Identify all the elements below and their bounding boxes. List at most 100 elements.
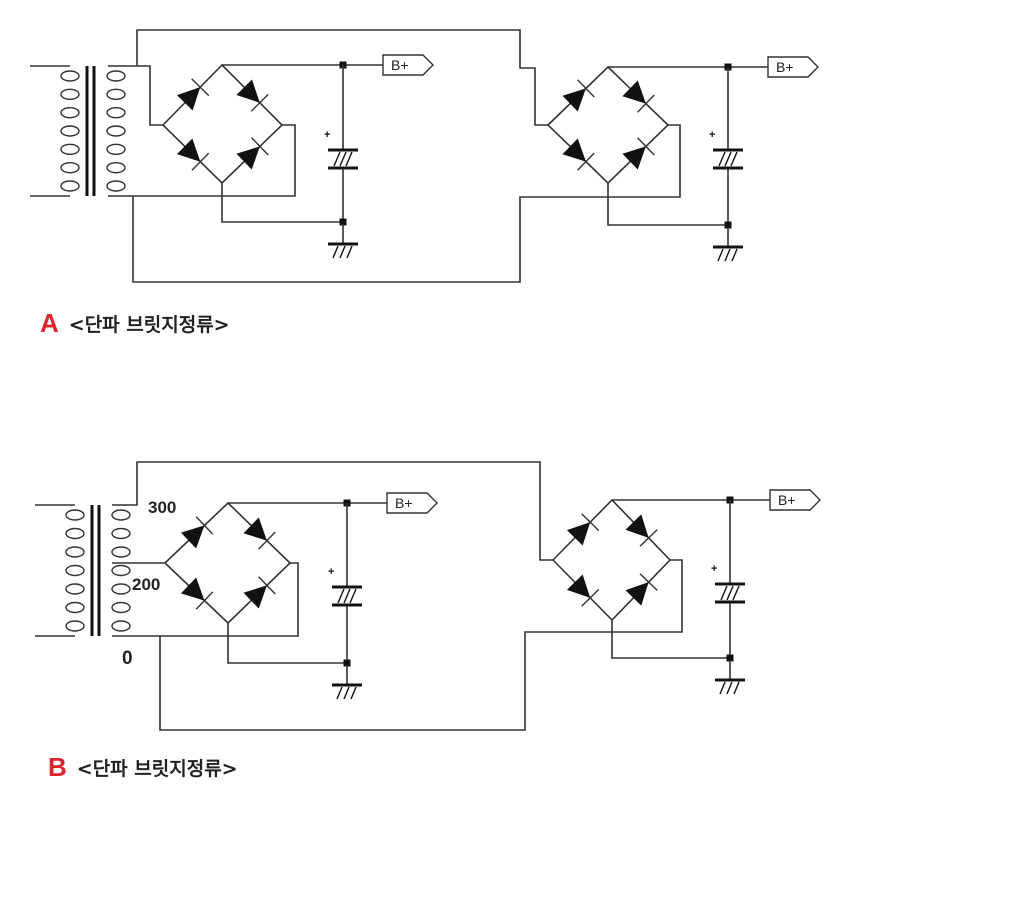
diode-bar [581,513,600,532]
diode-icon [562,138,586,162]
wire [607,183,728,226]
capacitor-hatch [732,585,740,601]
diode-icon [625,582,649,606]
capacitor-hatch [343,588,351,604]
capacitor-polarity: + [709,129,715,141]
wire [108,124,296,197]
diode-bar [637,94,655,113]
caption-a: A <단파 브릿지정류> [40,308,230,339]
secondary-coil-loop [111,564,131,577]
ground-hatch [332,245,339,259]
primary-coil-loop [65,620,85,632]
secondary-coil-loop [106,143,126,156]
primary-coil-loop [65,546,85,558]
secondary-coil-loop [106,125,126,137]
wire [136,29,548,126]
wire [162,63,284,185]
capacitor-polarity: + [324,129,330,141]
primary-coil-loop [65,601,85,614]
diagram-letter-b: B [48,752,67,782]
wire [611,620,730,659]
wire [552,498,672,622]
capacitor-hatch [349,588,357,604]
tap-label-0: 0 [122,648,133,669]
tap-label-300: 300 [148,498,177,517]
ground-hatch [343,686,350,700]
diode-icon [180,577,205,601]
diode-icon [566,522,591,546]
diode-bar [191,78,210,97]
ground-hatch [726,681,733,695]
wire [108,65,163,126]
secondary-coil-loop [111,620,131,632]
capacitor-hatch [724,151,732,167]
capacitor-hatch [337,588,345,604]
diode-bar [195,516,214,535]
diode-icon [622,146,646,170]
secondary-coil-loop [111,546,131,558]
diode-icon [236,79,260,103]
secondary-coil-loop [106,88,126,101]
secondary-coil-loop [106,106,126,119]
secondary-coil-loop [111,509,131,521]
diagram-title-b: <단파 브릿지정류> [76,758,238,780]
ground-hatch [717,248,724,262]
diode-icon [625,514,649,538]
diode-bar [191,152,210,171]
secondary-coil-loop [106,180,126,192]
junction-dot [339,218,347,226]
output-tag-b-plus [386,492,438,514]
secondary-coil-loop [111,527,131,540]
ground-hatch [346,245,353,259]
diode-bar [195,591,214,610]
ground-hatch [724,248,731,262]
capacitor-hatch [718,151,726,167]
diode-bar [251,137,269,156]
ground-hatch [339,245,346,259]
capacitor-hatch [726,585,734,601]
diode-icon [176,138,201,162]
secondary-coil-loop [111,583,131,595]
diagram-title-a: <단파 브릿지정류> [68,314,230,336]
secondary-coil-loop [106,161,126,174]
wire [221,183,343,223]
ground-hatch [350,686,357,700]
capacitor-hatch [720,585,728,601]
secondary-coil-loop [111,601,131,614]
junction-dot [343,659,351,667]
diode-bar [639,573,658,591]
wire [547,65,670,185]
diode-icon [566,574,591,598]
primary-coil-loop [60,161,80,174]
primary-coil-loop [60,88,80,101]
capacitor-hatch [339,151,347,167]
capacitor-hatch [333,151,341,167]
primary-coil-loop [65,583,85,595]
caption-b: B <단파 브릿지정류> [48,752,238,783]
diode-bar [639,529,658,547]
capacitor-hatch [345,151,353,167]
output-tag-b-plus [382,54,434,76]
ground-hatch [719,681,726,695]
primary-coil-loop [65,509,85,521]
output-tag-b-plus [769,489,821,511]
ground-hatch [336,686,343,700]
primary-coil-loop [60,106,80,119]
ground-hatch [733,681,740,695]
diode-icon [562,88,586,112]
junction-dot [726,654,734,662]
wire [112,562,299,637]
diode-bar [258,576,276,595]
secondary-coil-loop [106,70,126,82]
wire [132,124,681,283]
wire [164,501,292,625]
tap-label-200: 200 [132,575,161,594]
capacitor-polarity: + [328,566,334,578]
primary-coil-loop [60,143,80,156]
primary-coil-loop [65,527,85,540]
diode-icon [243,517,267,541]
primary-coil-loop [60,125,80,137]
primary-coil-loop [60,70,80,82]
